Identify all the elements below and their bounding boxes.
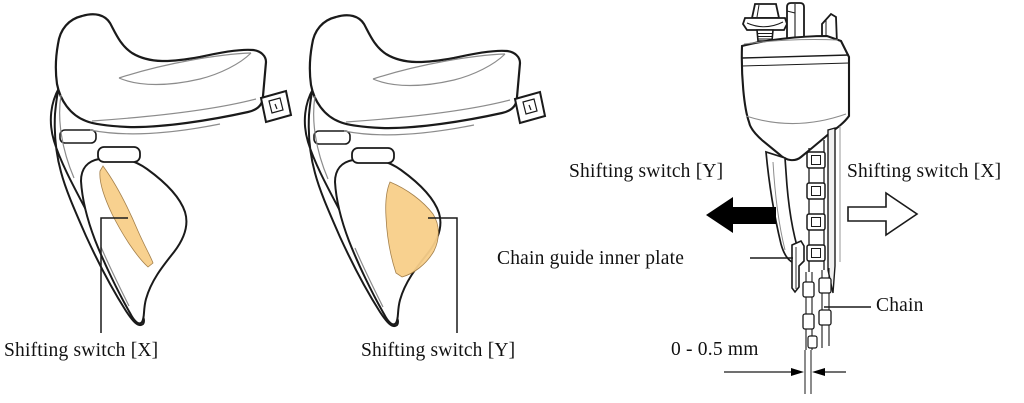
clearance-dimension-lines (724, 350, 846, 394)
chain-guide-inner-plate (791, 239, 805, 294)
chain-lower-links (802, 268, 832, 350)
chain-guide-outer-plate (827, 126, 841, 294)
middle-lever-drawing (303, 14, 547, 333)
mounting-bolt (742, 3, 788, 42)
left-lever-drawing (49, 13, 293, 333)
chain-upper-links (806, 140, 826, 272)
switch-y-leader-line (428, 217, 458, 333)
derailleur-arm (765, 150, 801, 264)
label-shifting-switch-y-derailleur: Shifting switch [Y] (569, 161, 724, 182)
label-clearance-dimension: 0 - 0.5 mm (671, 339, 759, 360)
derailleur-body (740, 34, 851, 162)
switch-x-highlight (99, 165, 154, 268)
front-derailleur-drawing (740, 2, 851, 350)
label-chain-guide-inner-plate: Chain guide inner plate (497, 248, 685, 269)
label-shifting-switch-y-middle-lever: Shifting switch [Y] (361, 340, 516, 361)
label-shifting-switch-x-derailleur: Shifting switch [X] (847, 161, 1002, 182)
switch-y-highlight (385, 181, 439, 278)
shift-x-direction-arrow-icon (847, 191, 919, 237)
shift-y-direction-arrow-icon (706, 197, 776, 233)
switch-x-leader-line (100, 217, 128, 333)
label-shifting-switch-x-left-lever: Shifting switch [X] (4, 340, 159, 361)
label-chain: Chain (876, 295, 924, 316)
